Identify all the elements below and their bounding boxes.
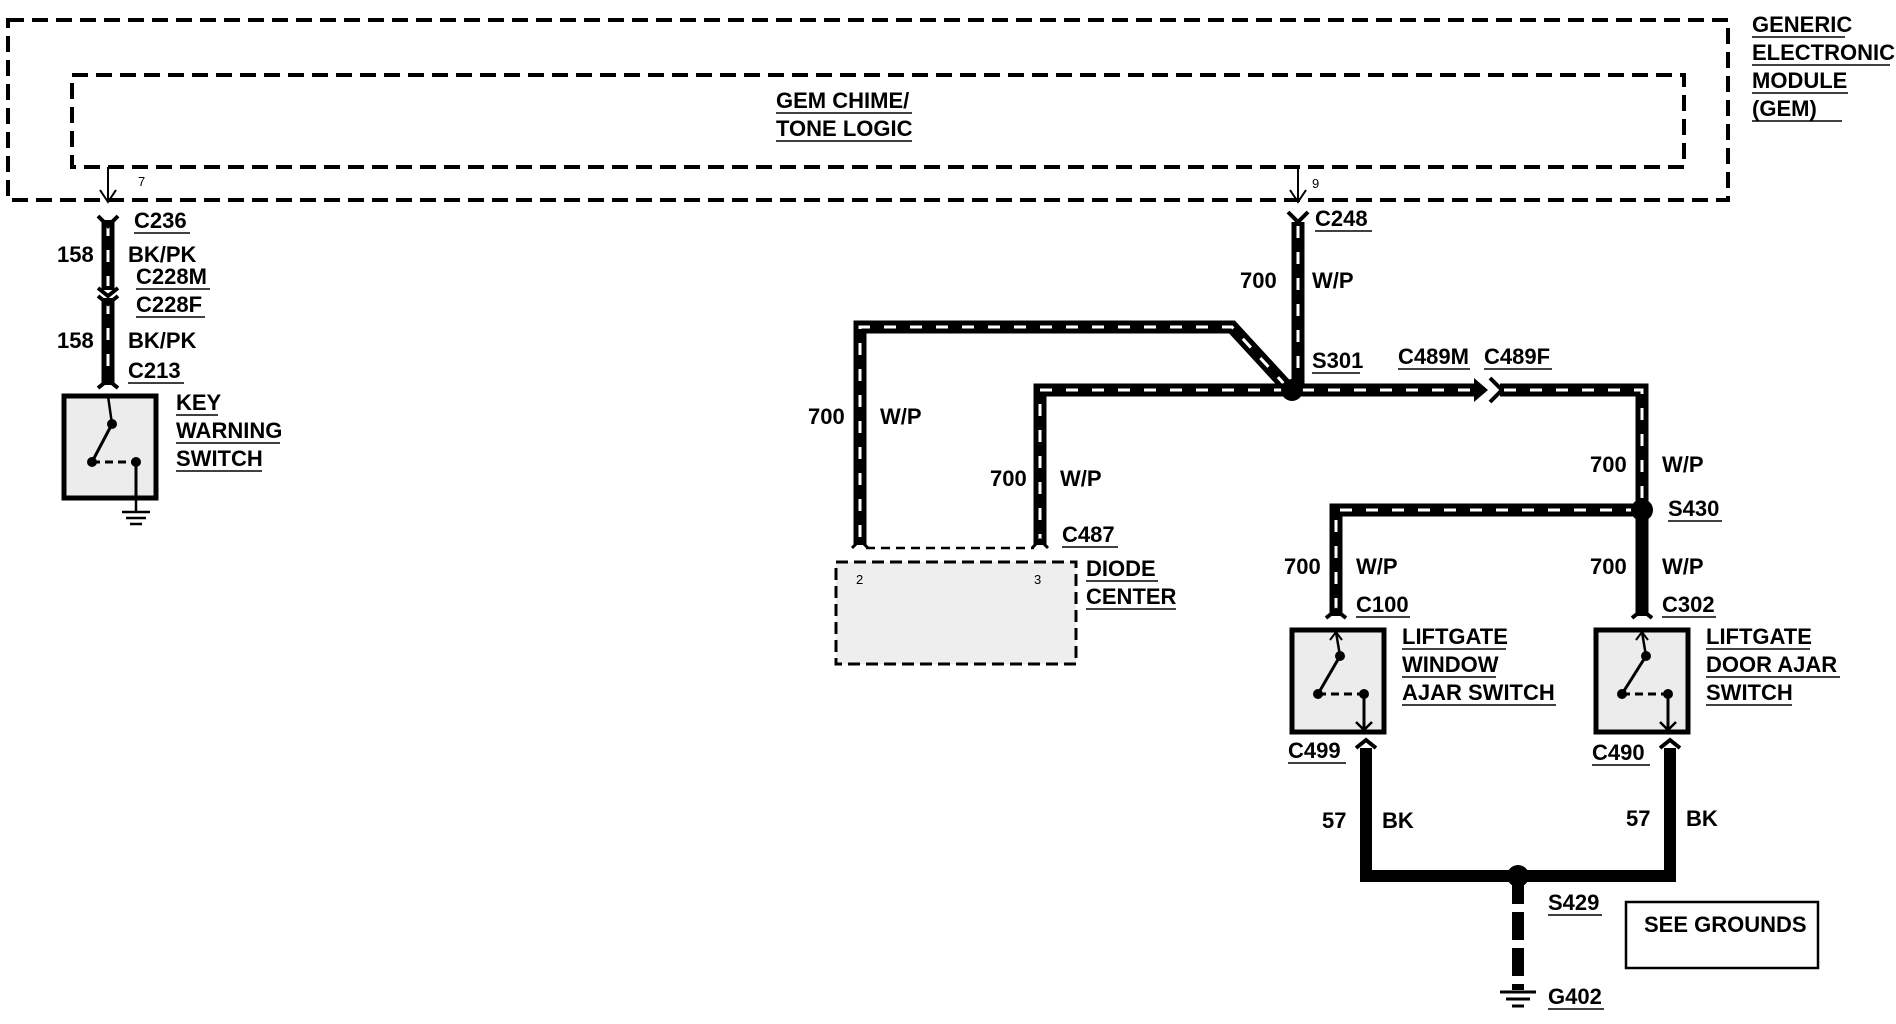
color-wp-label-window: W/P (1356, 554, 1398, 579)
c236-connector-mark (96, 214, 120, 229)
circuit-700-label-door: 700 (1590, 554, 1627, 579)
key-warning-switch (61, 393, 159, 512)
key-switch-ground-icon (122, 510, 150, 526)
c228m-label: C228M (136, 264, 207, 289)
circuit-700-label-diode: 700 (990, 466, 1027, 491)
s429-label: S429 (1548, 890, 1599, 915)
left-circuit-label-2: 158 (57, 328, 94, 353)
liftgate-window-ajar-switch (1289, 627, 1387, 735)
key-switch-label-1: KEY (176, 390, 222, 415)
c100-label: C100 (1356, 592, 1409, 617)
window-switch-label-2: WINDOW (1402, 652, 1499, 677)
diode-center-box (834, 560, 1078, 666)
circuit-700-label-right: 700 (1590, 452, 1627, 477)
window-switch-label-1: LIFTGATE (1402, 624, 1508, 649)
c228-connector-mark (96, 294, 120, 307)
c213-label: C213 (128, 358, 181, 383)
door-switch-label-1: LIFTGATE (1706, 624, 1812, 649)
g402-label: G402 (1548, 984, 1602, 1009)
liftgate-door-ajar-switch (1593, 627, 1691, 735)
pin-7-label: 7 (138, 174, 145, 189)
left-color-label-2: BK/PK (128, 328, 197, 353)
diode-label-1: DIODE (1086, 556, 1156, 581)
s429-splice-dot (1507, 865, 1529, 887)
circuit-700-label-window: 700 (1284, 554, 1321, 579)
c236-label: C236 (134, 208, 187, 233)
window-switch-label-3: AJAR SWITCH (1402, 680, 1555, 705)
s301-splice-dot (1281, 379, 1303, 401)
circuit-700-label-top: 700 (1240, 268, 1277, 293)
color-wp-label-loop: W/P (880, 404, 922, 429)
door-switch-label-2: DOOR AJAR (1706, 652, 1837, 677)
c302-label: C302 (1662, 592, 1715, 617)
pin-9-label: 9 (1312, 176, 1319, 191)
g402-ground-icon (1500, 990, 1536, 1008)
diode-label-2: CENTER (1086, 584, 1177, 609)
gem-module-outline (6, 18, 1730, 202)
c228f-label: C228F (136, 292, 202, 317)
tone-logic-label: TONE LOGIC (776, 116, 913, 141)
color-wp-label-diode: W/P (1060, 466, 1102, 491)
c213-connector-mark (96, 377, 120, 390)
c248-connector-mark (1286, 210, 1310, 225)
c490-label: C490 (1592, 740, 1645, 765)
s430-label: S430 (1668, 496, 1719, 521)
c489f-label: C489F (1484, 344, 1550, 369)
left-circuit-label-1: 158 (57, 242, 94, 267)
diode-pin-3: 3 (1034, 572, 1041, 587)
gem-chime-label: GEM CHIME/ (776, 88, 909, 113)
module-title-line-2: ELECTRONIC (1752, 40, 1895, 65)
see-grounds-label: SEE GROUNDS (1644, 912, 1807, 937)
c499-label: C499 (1288, 738, 1341, 763)
s430-splice-dot (1631, 499, 1653, 521)
gem-chime-logic-outline (70, 73, 1686, 169)
c487-label: C487 (1062, 522, 1115, 547)
key-switch-label-3: SWITCH (176, 446, 263, 471)
c489m-label: C489M (1398, 344, 1469, 369)
diode-pin-2: 2 (856, 572, 863, 587)
module-title-line-1: GENERIC (1752, 12, 1852, 37)
circuit-57-label-right: 57 (1626, 806, 1650, 831)
color-wp-label-right: W/P (1662, 452, 1704, 477)
key-switch-label-2: WARNING (176, 418, 282, 443)
see-grounds-reference: SEE GROUNDS (1624, 900, 1820, 970)
circuit-57-label-left: 57 (1322, 808, 1346, 833)
circuit-700-label-loop: 700 (808, 404, 845, 429)
left-color-label-1: BK/PK (128, 242, 197, 267)
color-wp-label-door: W/P (1662, 554, 1704, 579)
door-switch-label-3: SWITCH (1706, 680, 1793, 705)
color-bk-label-right: BK (1686, 806, 1718, 831)
s301-label: S301 (1312, 348, 1363, 373)
color-bk-label-left: BK (1382, 808, 1414, 833)
module-title-line-4: (GEM) (1752, 96, 1817, 121)
module-title-line-3: MODULE (1752, 68, 1847, 93)
color-wp-label-top: W/P (1312, 268, 1354, 293)
c248-label: C248 (1315, 206, 1368, 231)
